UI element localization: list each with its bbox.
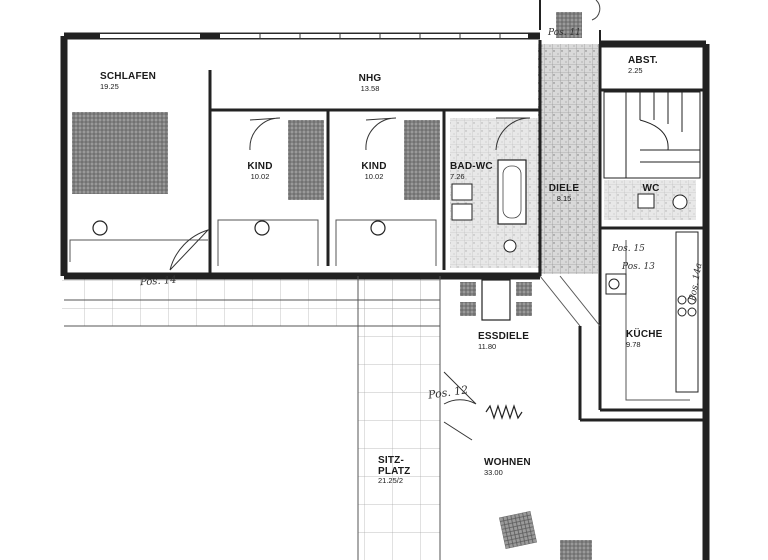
room-label-sitzplatz: SITZ- PLATZ 21.25/2 [378,455,428,485]
room-label-nhg: NHG 13.58 [350,73,390,93]
room-area: 2.25 [628,65,643,75]
sitzplatz-grid [358,276,440,560]
room-label-kind-1: KIND 10.02 [240,161,280,181]
room-area: 11.80 [478,341,497,351]
bathtub [497,159,527,225]
annotation-pos-15: Pos. 15 [612,244,645,254]
radiator [485,404,523,420]
wardrobe-kind1 [288,120,324,200]
thin-lines [64,219,690,560]
room-area: 21.25/2 [378,476,404,485]
room-area: 33.00 [484,467,503,477]
room-area: 10.02 [364,171,384,181]
room-label-kind-2: KIND 10.02 [354,161,394,181]
top-window-mullions [100,32,528,40]
room-label-diele: DIELE 8.15 [544,183,584,203]
staircase [603,91,701,179]
wardrobe-diele [556,12,582,38]
room-name: NHG [358,73,382,84]
armchairs [499,511,592,560]
room-label-wc: WC [636,183,666,195]
room-name: KÜCHE [626,329,663,340]
room-area: 13.58 [360,83,380,93]
door-swings [169,117,531,441]
room-name: DIELE [548,183,580,194]
sink-wc [637,193,655,209]
entry-frame [539,0,601,44]
room-label-essdiele: ESSDIELE 11.80 [478,331,544,351]
annotation-pos-13: Pos. 13 [622,262,655,272]
room-label-kueche: KÜCHE 9.78 [626,329,672,349]
room-label-bad-wc: BAD-WC 7.26 [450,161,500,181]
room-name: SCHLAFEN [100,71,157,82]
room-name: WOHNEN [484,457,531,468]
dining-table [460,279,532,321]
room-area: 8.15 [556,193,572,203]
room-name: KIND [247,161,273,172]
entry-door-swing [591,0,601,21]
room-name-line1: SITZ- [378,455,404,466]
kitchen-counter [605,231,699,393]
room-area: 10.02 [250,171,270,181]
room-name-line2: PLATZ [378,465,411,477]
room-area: 19.25 [100,81,119,91]
room-area: 9.78 [626,339,641,349]
room-name: ABST. [628,55,658,66]
room-label-schlafen: SCHLAFEN 19.25 [100,71,170,91]
washbasins [451,183,473,221]
toilet-bad [503,239,517,253]
room-name: KIND [361,161,387,172]
room-area: 7.26 [450,171,465,181]
ceiling-lamps [92,220,386,236]
wardrobe-kind2 [404,120,440,200]
annotation-pos-11: Pos. 11 [548,28,581,38]
toilet-wc [672,194,688,210]
room-label-wohnen: WOHNEN 33.00 [484,457,544,477]
interior-walls [208,40,706,422]
room-name: ESSDIELE [478,331,530,342]
room-name: WC [642,183,660,194]
diele-floor [538,44,598,274]
bed [72,112,168,194]
room-label-abst: ABST. 2.25 [628,55,672,75]
room-name: BAD-WC [450,161,493,172]
